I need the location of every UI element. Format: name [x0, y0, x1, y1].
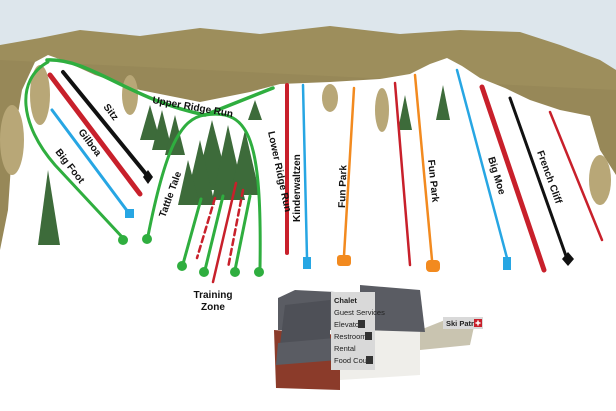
chalet-guest-services: Guest Services: [334, 308, 385, 317]
terrain-park-icon: [426, 260, 440, 272]
ski-patrol-label: Ski Patrol: [446, 319, 481, 328]
trail-red-run[interactable]: [479, 84, 547, 273]
trail-upper-ridge-run[interactable]: [45, 58, 275, 117]
chalet-food-court: Food Court: [334, 356, 372, 365]
bare-trees: [0, 65, 611, 205]
trail-red-run[interactable]: [548, 110, 604, 242]
food-icon: [366, 356, 373, 364]
green-circle-icon: [142, 234, 152, 244]
chalet-rental: Rental: [334, 344, 356, 353]
blue-square-icon: [503, 257, 511, 270]
label-fun-park-1: Fun Park: [337, 165, 350, 209]
ski-patrol-sign: [443, 317, 483, 329]
training-trail[interactable]: [203, 194, 225, 272]
trail-red-run[interactable]: [393, 81, 412, 267]
black-diamond-icon: [143, 170, 153, 184]
training-trail[interactable]: [226, 188, 245, 270]
trail-tattle-tale[interactable]: [146, 113, 207, 238]
trail-big-foot[interactable]: [24, 60, 125, 240]
green-circle-icon: [230, 267, 240, 277]
trail-gilboa[interactable]: [50, 108, 130, 214]
trail-kinderwaltzen[interactable]: [301, 83, 309, 260]
trail-lower-ridge-run[interactable]: [203, 112, 262, 270]
trail-markers: [118, 170, 574, 277]
label-training-zone-2: Zone: [201, 302, 225, 313]
black-diamond-icon: [562, 252, 574, 266]
blue-square-icon: [125, 209, 134, 218]
trail-fun-park-2[interactable]: [413, 73, 434, 262]
trail-fun-park-1[interactable]: [342, 86, 356, 258]
trail-big-moe[interactable]: [455, 68, 509, 260]
green-circle-icon: [118, 235, 128, 245]
green-circle-icon: [254, 267, 264, 277]
green-circle-icon: [199, 267, 209, 277]
trail-french-cliff[interactable]: [508, 96, 568, 258]
terrain-park-icon: [337, 255, 351, 266]
trails: [24, 58, 604, 284]
training-trail[interactable]: [211, 181, 238, 284]
blue-square-icon: [303, 257, 311, 269]
training-trail[interactable]: [195, 196, 217, 260]
chalet-title: Chalet: [334, 296, 357, 305]
training-trail[interactable]: [181, 197, 203, 266]
label-training-zone-1: Training: [194, 290, 233, 301]
label-kinderwaltzen: Kinderwaltzen: [292, 154, 303, 222]
trail-red-run[interactable]: [47, 72, 143, 197]
label-fun-park-2: Fun Park: [425, 159, 440, 203]
restroom-icon: [365, 332, 372, 340]
pine-trees: [38, 85, 450, 245]
accessible-icon: [358, 320, 365, 328]
chalet-restrooms: Restrooms: [334, 332, 371, 341]
training-trail[interactable]: [233, 194, 252, 272]
chalet-elevator: Elevator: [334, 320, 362, 329]
green-circle-icon: [177, 261, 187, 271]
trail-sitz[interactable]: [61, 70, 148, 176]
